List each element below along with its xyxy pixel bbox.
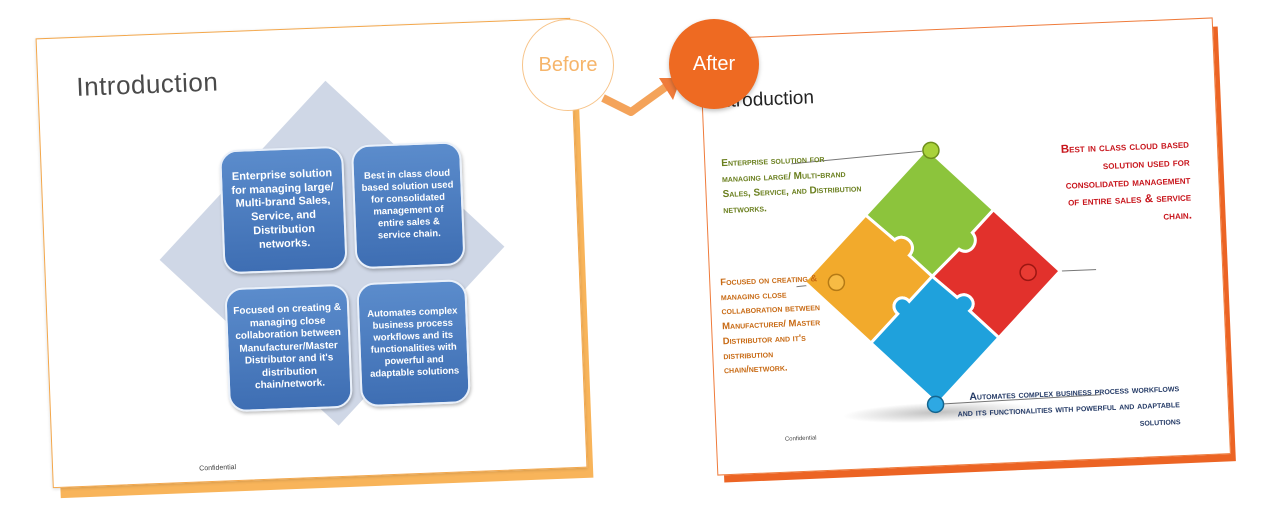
blue-pin bbox=[927, 396, 944, 413]
before-box-3: Focused on creating & managing close col… bbox=[224, 284, 353, 413]
before-box-4: Automates complex business process workf… bbox=[356, 279, 471, 407]
after-slide: Introduction En bbox=[699, 17, 1231, 475]
before-slide: Introduction Enterprise solution for man… bbox=[36, 18, 588, 488]
before-confidential-label: Confidential bbox=[199, 464, 236, 472]
before-box-2: Best in class cloud based solution used … bbox=[351, 141, 466, 269]
after-badge: After bbox=[669, 19, 759, 109]
before-slide-title: Introduction bbox=[76, 66, 219, 102]
red-pin bbox=[1020, 264, 1037, 281]
after-text-blue: Automates complex business process workf… bbox=[955, 380, 1181, 438]
before-box-1: Enterprise solution for managing large/ … bbox=[219, 146, 348, 275]
before-badge: Before bbox=[522, 19, 614, 111]
after-confidential-label: Confidential bbox=[785, 435, 817, 442]
after-text-orange: Focused on creating & managing close col… bbox=[720, 272, 834, 380]
green-pin bbox=[923, 142, 940, 159]
after-text-red: Best in class cloud based solution used … bbox=[1051, 137, 1193, 232]
after-text-green: Enterprise solution for managing large/ … bbox=[721, 150, 863, 218]
